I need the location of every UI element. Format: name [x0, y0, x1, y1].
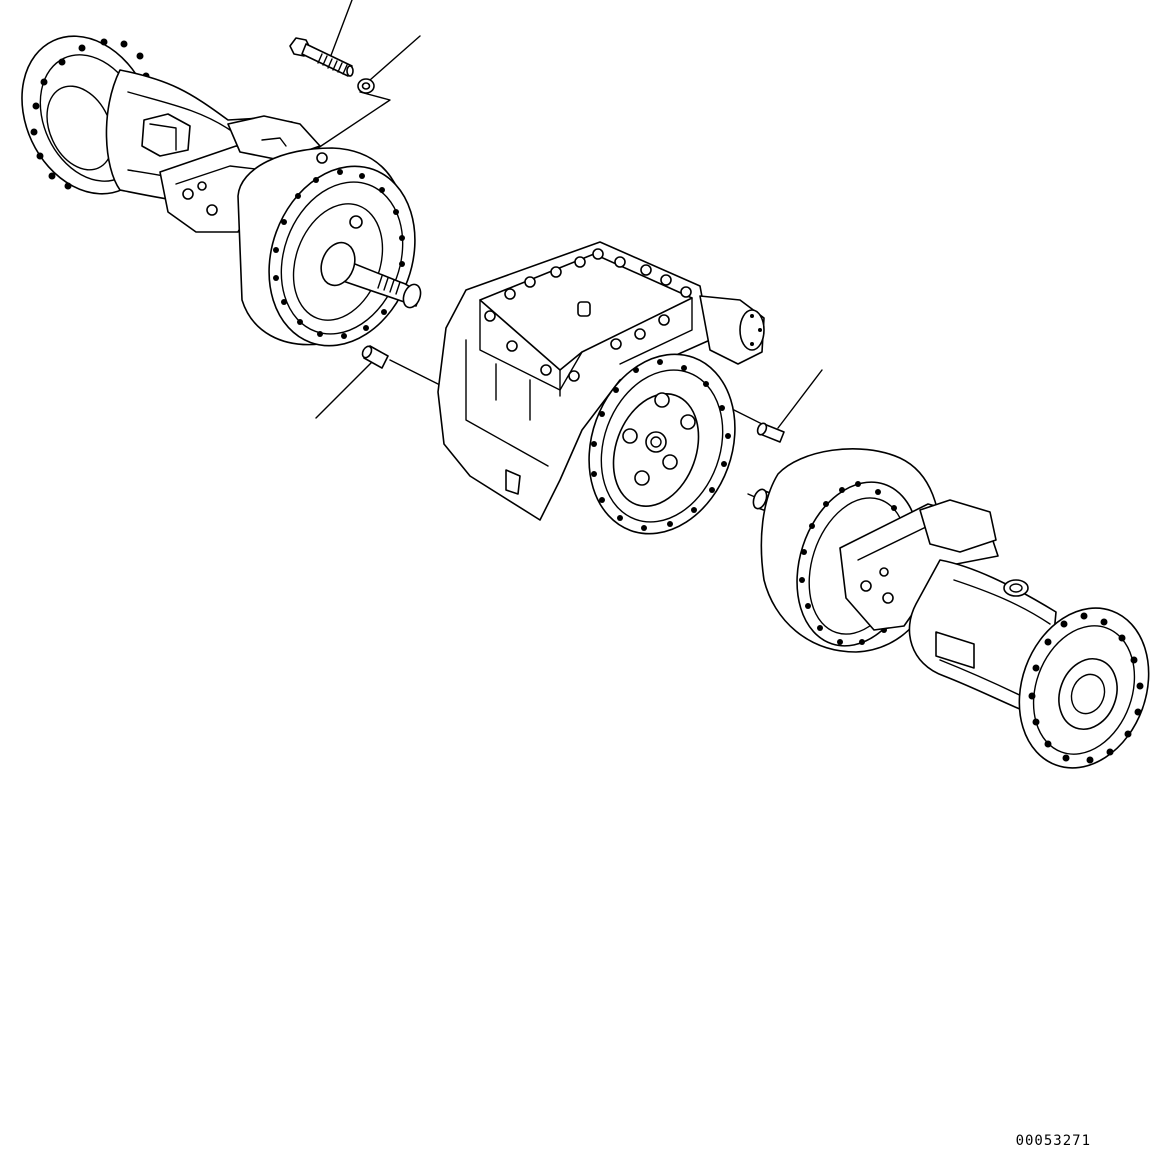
leader-bolt: [330, 0, 352, 58]
bolt[interactable]: [290, 38, 353, 76]
leader-washer: [370, 36, 420, 80]
rear-axle-housing[interactable]: [751, 449, 1163, 786]
rear-hub-bolt-holes: [1028, 612, 1144, 764]
leader-pin-right: [778, 370, 822, 428]
dowel-pin-left[interactable]: [361, 345, 388, 368]
leader-pin-left: [316, 362, 372, 418]
centerline-pin-left: [390, 360, 442, 386]
differential-assembly[interactable]: [438, 242, 764, 554]
dowel-pin-right[interactable]: [756, 422, 784, 442]
leader-lines: [312, 0, 822, 500]
diff-flange-holes: [623, 393, 695, 485]
diff-cover-bolts: [485, 249, 691, 381]
drawing-number: 00053271: [1015, 1133, 1091, 1149]
washer[interactable]: [358, 79, 374, 93]
diff-spline-gear: [646, 432, 666, 452]
front-axle-housing[interactable]: [0, 14, 439, 366]
diff-flange-bolt-holes: [591, 359, 731, 531]
